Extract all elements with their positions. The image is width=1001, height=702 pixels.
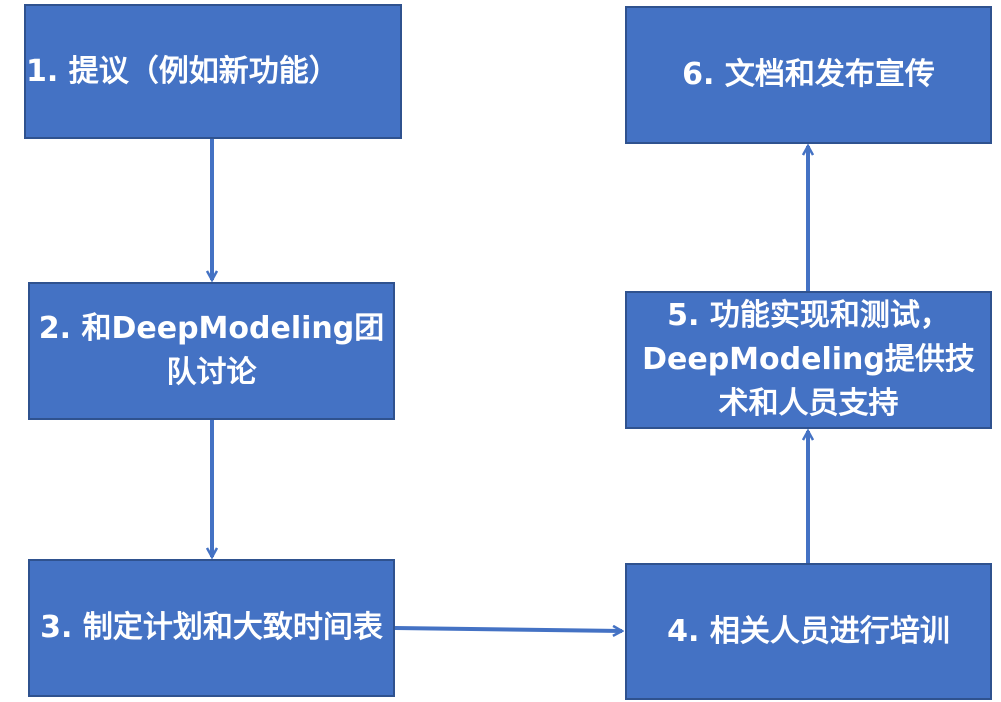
step-1-box: 1. 提议（例如新功能） bbox=[24, 4, 402, 139]
step-2-box: 2. 和DeepModeling团队讨论 bbox=[28, 282, 395, 420]
step-2-label: 2. 和DeepModeling团队讨论 bbox=[38, 311, 385, 390]
step-3-label: 3. 制定计划和大致时间表 bbox=[40, 610, 383, 645]
step-6-box: 6. 文档和发布宣传 bbox=[625, 6, 992, 144]
step-3-box: 3. 制定计划和大致时间表 bbox=[28, 559, 395, 697]
step-6-label: 6. 文档和发布宣传 bbox=[682, 57, 935, 92]
step-5-box: 5. 功能实现和测试，DeepModeling提供技术和人员支持 bbox=[625, 291, 992, 429]
step-4-label: 4. 相关人员进行培训 bbox=[667, 613, 950, 649]
step-5-label: 5. 功能实现和测试，DeepModeling提供技术和人员支持 bbox=[642, 298, 975, 421]
step-1-label: 1. 提议（例如新功能） bbox=[26, 53, 339, 89]
step-4-box: 4. 相关人员进行培训 bbox=[625, 563, 992, 700]
arrow-3-to-4 bbox=[394, 628, 622, 631]
